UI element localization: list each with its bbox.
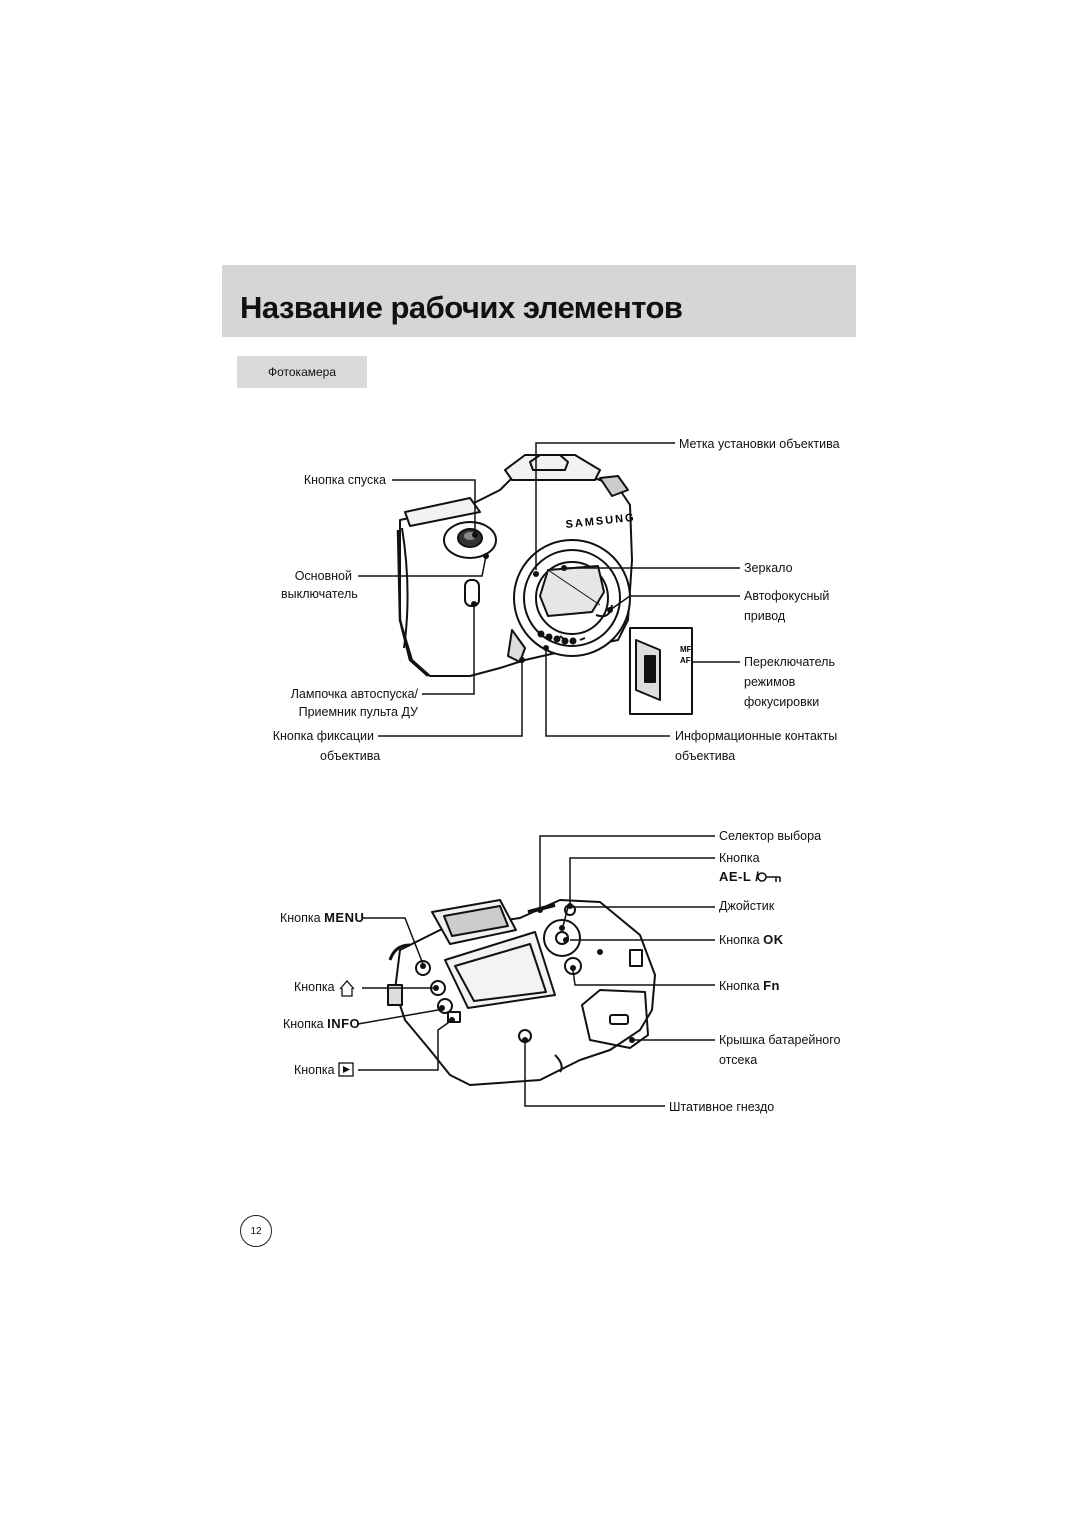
back-leader-dots	[420, 903, 635, 1043]
fn-button-label: Кнопка Fn	[719, 976, 780, 996]
shutter-button-label: Кнопка спуска	[303, 473, 386, 487]
play-button-label: Кнопка	[294, 1063, 335, 1077]
info-button-label: Кнопка INFO	[283, 1014, 360, 1034]
lens-lock-label-line2: объектива	[320, 749, 381, 763]
ok-button-label: Кнопка OK	[719, 930, 784, 950]
play-icon	[338, 1062, 354, 1077]
front-leader-lines	[358, 442, 740, 737]
main-switch-label-line1: Основной	[294, 569, 352, 583]
back-camera-drawing	[387, 899, 656, 1086]
menu-button-label: Кнопка MENU	[280, 908, 364, 928]
fn-symbol: Fn	[763, 978, 780, 993]
battery-cover-label-line1: Крышка батарейного	[719, 1033, 841, 1047]
front-camera-drawing	[396, 454, 693, 715]
ael-button-label: Кнопка	[719, 851, 760, 865]
lens-lock-label-line1: Кнопка фиксации	[272, 729, 374, 743]
focus-switch-label-line3: фокусировки	[744, 695, 820, 709]
ael-text: AE-L /	[719, 869, 760, 884]
lens-contacts-label-line2: объектива	[675, 749, 736, 763]
self-timer-label-line2: Приемник пульта ДУ	[298, 705, 418, 719]
samsung-logo: SAMSUNG	[565, 512, 636, 531]
page-number-text: 12	[250, 1225, 262, 1237]
focus-switch-label-line1: Переключатель	[744, 655, 835, 669]
mirror-label: Зеркало	[744, 561, 793, 575]
ael-symbol: AE-L /	[719, 867, 759, 887]
af-drive-label-line1: Автофокусный	[744, 589, 830, 603]
info-button-word: Кнопка	[283, 1017, 324, 1031]
focus-switch-label-line2: режимов	[744, 675, 796, 689]
title-band	[222, 265, 856, 337]
fn-button-word: Кнопка	[719, 979, 760, 993]
lens-contacts-label-line1: Информационные контакты	[675, 729, 838, 743]
home-icon	[339, 980, 355, 997]
mf-label: MF	[680, 645, 692, 654]
tripod-socket-label: Штативное гнездо	[669, 1100, 775, 1114]
ok-symbol: OK	[763, 932, 784, 947]
key-icon	[757, 872, 781, 882]
info-symbol: INFO	[327, 1016, 361, 1031]
section-tab: Фотокамера	[237, 356, 367, 388]
page-number: 12	[240, 1215, 272, 1247]
section-label: Фотокамера	[267, 365, 337, 379]
lens-mount-mark-label: Метка установки объектива	[679, 437, 840, 451]
ok-button-word: Кнопка	[719, 933, 760, 947]
self-timer-label-line1: Лампочка автоспуска/	[290, 687, 418, 701]
selector-label: Селектор выбора	[719, 829, 822, 843]
af-label: AF	[680, 656, 691, 665]
home-button-label: Кнопка	[294, 980, 335, 994]
menu-symbol: MENU	[324, 910, 365, 925]
front-leader-dots	[471, 532, 613, 663]
joystick-label: Джойстик	[719, 899, 775, 913]
menu-button-word: Кнопка	[280, 911, 321, 925]
page-title: Название рабочих элементов	[240, 290, 683, 325]
af-drive-label-line2: привод	[744, 609, 786, 623]
battery-cover-label-line2: отсека	[719, 1053, 758, 1067]
main-switch-label-line2: выключатель	[281, 587, 358, 601]
